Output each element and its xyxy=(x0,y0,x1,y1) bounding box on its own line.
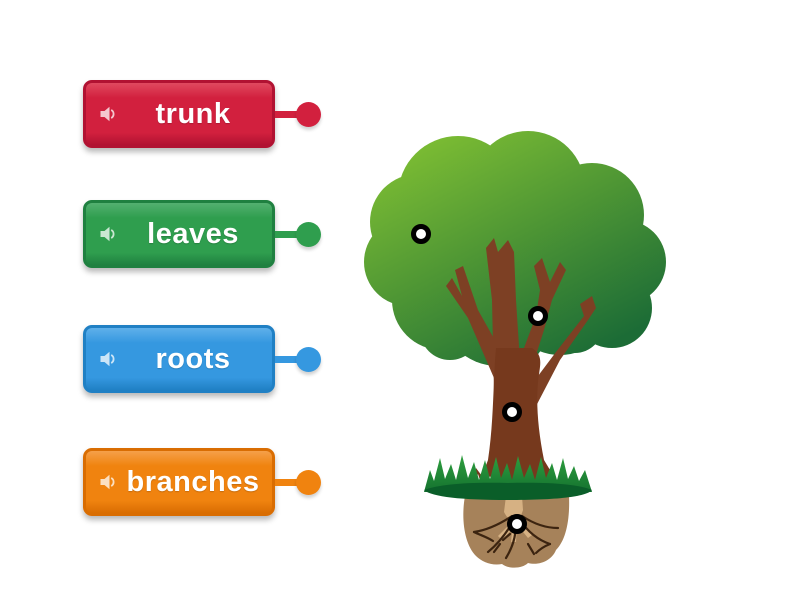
speaker-icon[interactable] xyxy=(98,104,118,124)
connector-dot[interactable] xyxy=(296,221,321,247)
label-button-leaves[interactable]: leaves xyxy=(83,200,275,268)
speaker-icon[interactable] xyxy=(98,472,118,492)
tree-grass-band xyxy=(424,482,592,500)
tree-branches xyxy=(446,238,596,410)
speaker-icon-glyph xyxy=(100,351,115,367)
speaker-icon-glyph xyxy=(100,106,115,122)
leaves-pin[interactable] xyxy=(411,224,431,244)
label-row-trunk: trunk xyxy=(83,80,333,148)
tree-foliage xyxy=(364,131,666,366)
speaker-icon[interactable] xyxy=(98,224,118,244)
speaker-icon-glyph xyxy=(100,226,115,242)
label-row-branches: branches xyxy=(83,448,333,516)
trunk-pin[interactable] xyxy=(502,402,522,422)
label-button-trunk[interactable]: trunk xyxy=(83,80,275,148)
label-text-leaves: leaves xyxy=(147,217,239,250)
connector-dot[interactable] xyxy=(296,469,321,495)
roots-pin[interactable] xyxy=(507,514,527,534)
connector-dot[interactable] xyxy=(296,346,321,372)
connector-line xyxy=(275,478,297,486)
label-button-branches[interactable]: branches xyxy=(83,448,275,516)
tree-grass xyxy=(424,455,592,492)
label-text-branches: branches xyxy=(126,465,260,498)
connector-line xyxy=(275,355,297,363)
connector-dot[interactable] xyxy=(296,101,321,127)
speaker-icon-glyph xyxy=(100,474,115,490)
branches-pin[interactable] xyxy=(528,306,548,326)
label-row-leaves: leaves xyxy=(83,200,333,268)
connector-line xyxy=(275,110,297,118)
label-row-roots: roots xyxy=(83,325,333,393)
label-text-trunk: trunk xyxy=(155,97,231,130)
speaker-icon[interactable] xyxy=(98,349,118,369)
label-button-roots[interactable]: roots xyxy=(83,325,275,393)
label-text-roots: roots xyxy=(155,342,231,375)
connector-line xyxy=(275,230,297,238)
